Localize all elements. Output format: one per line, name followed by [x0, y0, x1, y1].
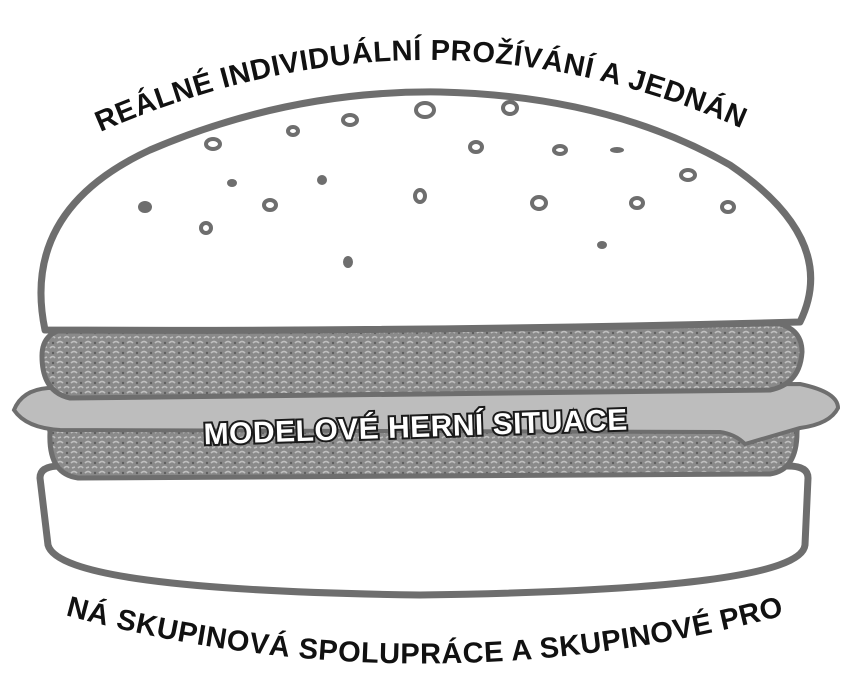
top-bun	[41, 92, 811, 330]
bottom-bun	[40, 466, 808, 595]
